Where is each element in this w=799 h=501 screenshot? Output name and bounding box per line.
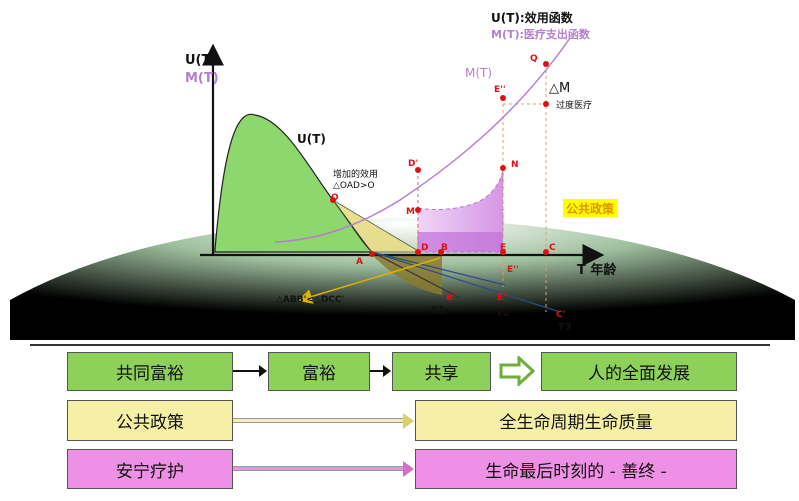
y-axis-u-label: U(T) [185, 53, 216, 68]
separator-line [30, 344, 770, 346]
t1-label: T1 [431, 305, 445, 316]
legend-u: U(T):效用函数 [491, 10, 574, 25]
arrow-1-head [259, 365, 267, 377]
flow-good-death: 生命最后时刻的 - 善终 - [415, 449, 737, 489]
flow-all-round-development: 人的全面发展 [541, 352, 737, 391]
point-e-label: E [500, 243, 506, 253]
t2-label: T2 [496, 308, 510, 319]
flow-lifecycle-quality-label: 全生命周期生命质量 [499, 413, 653, 433]
point-d-label: D [421, 243, 428, 253]
comparison-label: △ABB'<△DCC' [276, 295, 344, 305]
point-e2-bottom-label: E'' [507, 265, 519, 275]
flow-good-death-label: 生命最后时刻的 - 善终 - [485, 461, 667, 482]
flow-prosperity: 富裕 [268, 352, 370, 391]
over-treatment-label: 过度医疗 [556, 99, 592, 111]
point-d1-label: D' [408, 159, 418, 169]
flow-sharing: 共享 [392, 352, 491, 391]
point-m-label: M [406, 207, 415, 217]
u-curve-label: U(T) [297, 132, 326, 146]
policy-label: 公共政策 [566, 201, 615, 216]
flow-prosperity-label: 富裕 [302, 364, 336, 384]
t1-line [371, 251, 461, 299]
arrow-1 [233, 370, 261, 372]
flow-lifecycle-quality: 全生命周期生命质量 [415, 400, 737, 441]
point-e1-label: E' [497, 293, 506, 303]
arrow-4 [233, 466, 405, 471]
arrow-3 [233, 418, 405, 423]
y-axis-m-label: M(T) [185, 71, 219, 86]
point-o-label: O [331, 193, 339, 203]
medical-spending-area [417, 169, 504, 253]
arrow-2-head [383, 365, 391, 377]
legend-m: M(T):医疗支出函数 [491, 27, 591, 41]
point-e2-top-label: E'' [494, 85, 506, 95]
medical-curve [274, 37, 571, 243]
arrow-2 [370, 370, 385, 372]
flow-common-prosperity-label: 共同富裕 [116, 364, 184, 384]
point-b-label: B [441, 243, 448, 253]
point-q-label: Q [530, 54, 538, 64]
flow-public-policy: 公共政策 [67, 400, 233, 441]
flow-sharing-label: 共享 [424, 364, 459, 384]
policy-label-bg [563, 199, 617, 217]
added-utility-text-1: 增加的效用 [333, 168, 378, 180]
flow-all-round-development-label: 人的全面发展 [588, 364, 690, 384]
points [330, 61, 549, 257]
point-a-label: A [356, 257, 363, 267]
diagram-canvas: U(T):效用函数 M(T):医疗支出函数 U(T) M(T) T 年龄 U(T… [10, 10, 795, 340]
arrow-3-head [403, 413, 414, 429]
flow-public-policy-label: 公共政策 [116, 413, 184, 433]
arrow-4-head [403, 461, 414, 477]
t3-line [371, 251, 561, 313]
policy-band [418, 232, 503, 252]
comparison-arrow [297, 257, 441, 304]
point-c-label: C [549, 243, 556, 253]
flow-hospice-care: 安宁疗护 [67, 449, 233, 489]
t2-line [371, 251, 506, 286]
delta-m-label: △M [549, 81, 570, 96]
added-utility-text-2: △OAD>O [333, 181, 375, 191]
point-n-label: N [511, 160, 519, 170]
flow-hospice-care-label: 安宁疗护 [116, 461, 184, 482]
point-c1-label: C' [556, 310, 565, 320]
x-axis-label: T 年龄 [577, 262, 617, 278]
t3-label: T3 [558, 322, 572, 333]
point-b1-label: B' [446, 293, 456, 303]
utility-curve-area [214, 113, 374, 253]
m-curve-label: M(T) [465, 66, 492, 80]
flow-common-prosperity: 共同富裕 [67, 352, 233, 391]
hollow-arrow-icon [499, 356, 535, 386]
